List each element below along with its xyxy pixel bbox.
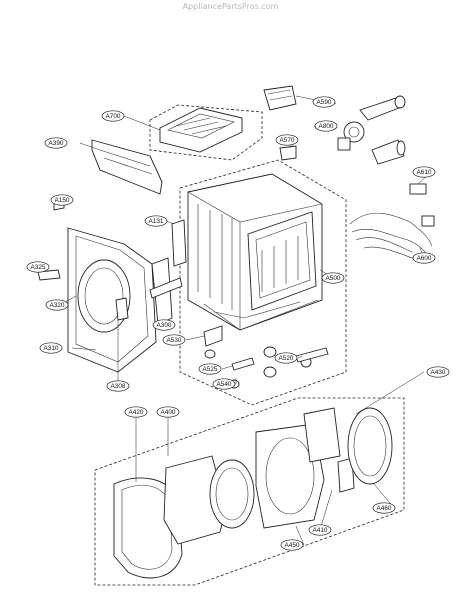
wire-harness-part xyxy=(349,212,433,261)
callout-label: A530 xyxy=(167,337,182,344)
callout-a310: A310 xyxy=(39,342,63,354)
callout-a400: A400 xyxy=(156,406,180,418)
callout-a530: A530 xyxy=(162,334,186,346)
gasket-part xyxy=(163,455,227,545)
drum-assembly-box xyxy=(94,397,405,586)
callout-a525: A525 xyxy=(198,363,222,375)
small-bracket-part xyxy=(279,145,297,161)
callout-a610: A610 xyxy=(412,166,436,178)
door-seal-ring-part xyxy=(209,459,255,529)
bracket-520-part xyxy=(295,347,329,363)
bracket-410-part xyxy=(337,457,355,493)
callout-a540: A540 xyxy=(212,378,236,390)
callout-a430: A430 xyxy=(426,366,450,378)
callout-a325: A325 xyxy=(26,261,50,273)
callout-label: A150 xyxy=(55,197,70,204)
callout-a131: A131 xyxy=(144,215,168,227)
callout-label: A390 xyxy=(49,140,64,147)
control-bracket-part xyxy=(91,139,163,195)
callout-a420: A420 xyxy=(124,406,148,418)
leveling-foot-part xyxy=(203,325,223,347)
callout-label: A540 xyxy=(217,381,232,388)
thermistor-part xyxy=(409,183,427,195)
callout-label: A420 xyxy=(129,409,144,416)
callout-a300: A300 xyxy=(152,319,176,331)
callout-a450: A450 xyxy=(280,539,304,551)
latch-part xyxy=(37,269,61,281)
callout-label: A520 xyxy=(279,355,294,362)
callout-label: A800 xyxy=(319,123,334,130)
door-hinge-part xyxy=(115,297,129,321)
foot-part xyxy=(263,346,277,358)
callout-a570: A570 xyxy=(275,134,299,146)
cabinet-part xyxy=(187,173,323,331)
front-panel-part xyxy=(67,227,157,373)
callout-label: A325 xyxy=(31,264,46,271)
callout-a410: A410 xyxy=(308,524,332,536)
callout-a390: A390 xyxy=(44,137,68,149)
hinge-bracket-part xyxy=(171,219,187,267)
callout-a700: A700 xyxy=(101,110,125,122)
callout-a320: A320 xyxy=(45,299,69,311)
callout-label: A525 xyxy=(203,366,218,373)
callout-label: A500 xyxy=(326,275,341,282)
callout-a308: A308 xyxy=(106,380,130,392)
callout-label: A310 xyxy=(44,345,59,352)
callout-a520: A520 xyxy=(274,352,298,364)
callout-a500: A500 xyxy=(321,272,345,284)
duct-hose-part xyxy=(337,95,406,165)
callout-label: A700 xyxy=(106,113,121,120)
callout-label: A460 xyxy=(377,505,392,512)
callout-label: A400 xyxy=(161,409,176,416)
tub-front-part xyxy=(255,423,325,529)
callout-label: A450 xyxy=(285,542,300,549)
top-assembly-box xyxy=(149,104,263,161)
top-panel-part xyxy=(159,107,243,153)
callout-label: A600 xyxy=(417,255,432,262)
callout-label: A430 xyxy=(431,369,446,376)
callout-label: A590 xyxy=(317,99,332,106)
cabinet-assembly-box xyxy=(179,159,347,406)
callout-a800: A800 xyxy=(314,120,338,132)
callout-a590: A590 xyxy=(312,96,336,108)
bracket-525-part xyxy=(231,357,255,371)
callout-label: A131 xyxy=(149,218,164,225)
callout-label: A300 xyxy=(157,322,172,329)
callout-label: A410 xyxy=(313,527,328,534)
rear-ring-part xyxy=(347,407,393,485)
watermark: AppliancePartsPros.com xyxy=(182,2,279,11)
callout-label: A570 xyxy=(280,137,295,144)
callout-a600: A600 xyxy=(412,252,436,264)
callout-label: A610 xyxy=(417,169,432,176)
callout-label: A320 xyxy=(50,302,65,309)
bracket-430-part xyxy=(303,407,341,463)
callout-a460: A460 xyxy=(372,502,396,514)
callout-label: A308 xyxy=(111,383,126,390)
callout-a150: A150 xyxy=(50,194,74,206)
